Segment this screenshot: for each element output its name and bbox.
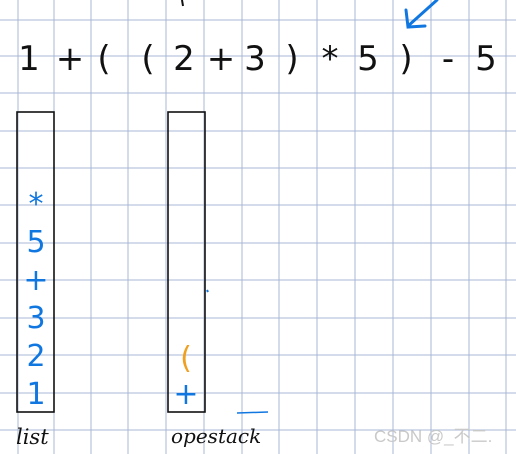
expression-token: 3 <box>244 39 266 79</box>
list-stack-box <box>16 111 55 413</box>
expression-token: * <box>322 39 339 79</box>
list-stack-item: * <box>29 187 44 222</box>
expression-token: + <box>207 39 236 79</box>
stray-mark <box>206 289 209 293</box>
opestack-items: +( <box>173 341 198 412</box>
stray-mark <box>181 0 184 7</box>
watermark: CSDN @_不二. <box>374 427 492 446</box>
list-stack-item: 2 <box>26 339 45 374</box>
opestack-label: opestack <box>171 424 261 448</box>
expression-token: ) <box>399 39 412 79</box>
expression-token: 5 <box>475 39 497 79</box>
opestack-item: + <box>173 377 198 412</box>
opestack-box <box>167 111 206 413</box>
list-stack-items: 123+5* <box>23 187 48 412</box>
expression-row: 1+((2+3)*5)-5 <box>18 39 497 79</box>
expression-token: 1 <box>18 39 40 79</box>
list-stack-label: list <box>16 425 49 449</box>
list-stack-item: 3 <box>26 301 45 336</box>
expression-token: + <box>56 39 85 79</box>
expression-token: 2 <box>173 39 195 79</box>
list-stack-item: 1 <box>26 377 45 412</box>
stray-mark <box>236 411 269 414</box>
expression-token: ( <box>141 39 154 79</box>
expression-token: 5 <box>357 39 379 79</box>
list-stack-item: + <box>23 263 48 298</box>
expression-token: ( <box>97 39 110 79</box>
expression-token: - <box>442 39 454 79</box>
list-stack-item: 5 <box>26 225 45 260</box>
expression-token: ) <box>285 39 298 79</box>
opestack-item: ( <box>180 341 192 376</box>
arrow-icon <box>404 0 439 29</box>
